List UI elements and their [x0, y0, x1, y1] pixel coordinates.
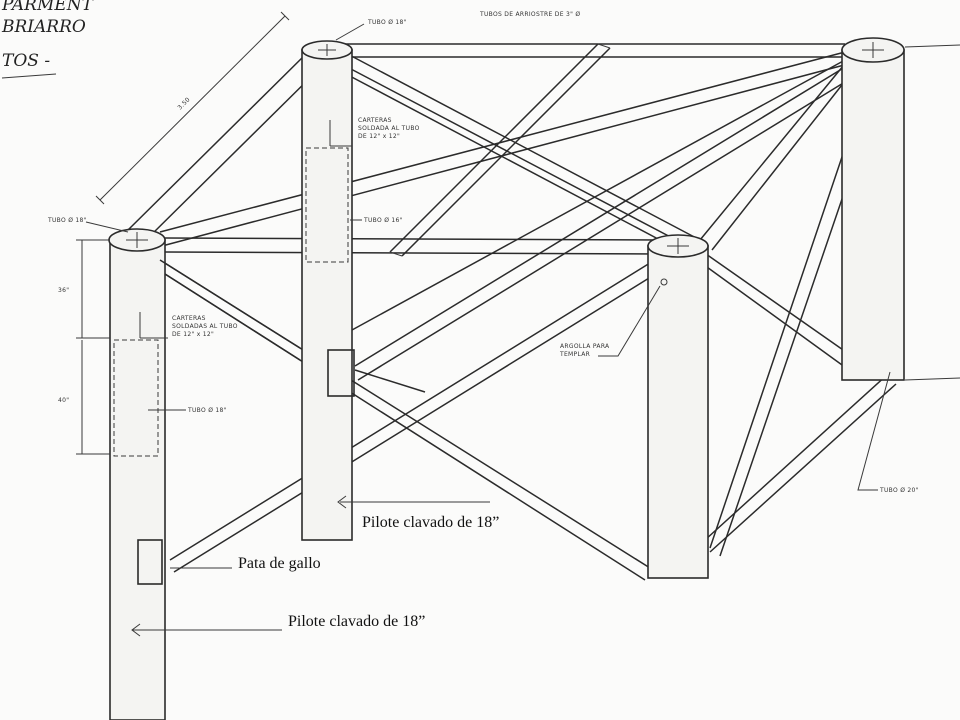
dim-36: 36" [58, 287, 69, 294]
brace-right-low [704, 373, 897, 553]
edge-line-bottom [904, 377, 960, 381]
brace-back-long [351, 59, 846, 331]
pile-front-left-body [109, 239, 166, 720]
pile-front-left-cross [126, 232, 148, 248]
argolla-marker [660, 278, 668, 286]
label-argolla: ARGOLLA PARA TEMPLAR [559, 343, 610, 358]
leader-tubo-top [335, 23, 365, 41]
label-tubo-right: TUBO Ø 20" [879, 487, 919, 494]
brace-diag-top-3 [345, 73, 661, 241]
dim-vert-ticks [76, 239, 110, 455]
brace-right-side-1 [699, 253, 867, 379]
carteras-top-line-2: SOLDADA AL TUBO [358, 125, 420, 132]
brace-floating-cap-bottom [389, 251, 403, 257]
pile-back-right [841, 37, 905, 381]
label-tubo-mid: TUBO Ø 16" [363, 217, 403, 224]
carteras-left-line-2: SOLDADAS AL TUBO [172, 323, 238, 330]
arrow-pilote-1 [337, 495, 347, 509]
dim-diag-ticks [95, 11, 290, 205]
label-tubo-top: TUBO Ø 18" [367, 19, 407, 26]
pile-back-right-cross [862, 42, 884, 58]
pile-back-left-cross [318, 44, 336, 56]
pata-gallo-back [327, 349, 355, 397]
pata-gallo-front [137, 539, 163, 585]
callout-pilote-1: Pilote clavado de 18” [362, 514, 499, 531]
brace-group [127, 43, 897, 581]
pile-front-right-cross [667, 238, 689, 254]
label-carteras-top: CARTERAS SOLDADA AL TUBO DE 12" x 12" [358, 117, 420, 140]
note-underline [1, 73, 57, 79]
brace-front-top [164, 237, 661, 255]
pile-back-left [301, 40, 355, 541]
cartera-back-left [305, 147, 349, 263]
argolla-line-1: ARGOLLA PARA [560, 343, 610, 350]
brace-right-top [699, 59, 861, 251]
brace-diag-top-2 [329, 49, 701, 243]
brace-diag-top-1 [159, 51, 849, 247]
pile-back-right-body [841, 49, 905, 381]
callout-pata: Pata de gallo [238, 555, 321, 572]
leader-tubo-left [85, 221, 129, 233]
brace-left-side [127, 51, 327, 241]
label-tubo-left: TUBO Ø 18" [47, 217, 87, 224]
carteras-top-line-1: CARTERAS [358, 117, 392, 124]
leader-tubo-right [857, 371, 891, 491]
label-carteras-left: CARTERAS SOLDADAS AL TUBO DE 12" x 12" [172, 315, 238, 338]
dim-diag-text: 3.50 [176, 96, 191, 111]
callout-pilote-2: Pilote clavado de 18” [288, 613, 425, 630]
brace-back-top [340, 43, 845, 58]
brace-front-x-1-overlap [159, 259, 301, 361]
brace-floating [389, 43, 611, 257]
pile-front-right [647, 234, 709, 579]
pile-back-left-body [301, 49, 353, 541]
brace-front-x-2 [169, 257, 663, 573]
brace-floating-cap-top [597, 43, 611, 49]
brace-cartera-line [354, 369, 426, 393]
pile-front-right-body [647, 245, 709, 579]
carteras-top-line-3: DE 12" x 12" [358, 133, 400, 140]
label-tubo-left-low: TUBO Ø 18" [187, 407, 227, 414]
arrow-pilote-2 [131, 623, 141, 637]
edge-line-top [904, 44, 960, 48]
carteras-left-line-3: DE 12" x 12" [172, 331, 214, 338]
label-tubos-arriostre: TUBOS DE ARRIOSTRE DE 3" Ø [479, 11, 580, 18]
leader-argolla [598, 285, 661, 357]
dim-diag-line [99, 15, 286, 201]
pile-front-left [108, 228, 166, 720]
handwritten-note-3: TOS - [2, 51, 50, 71]
handwritten-note-2: BRIARRO [1, 17, 86, 37]
handwritten-note-1: PARMENT [1, 0, 95, 15]
dimensions: 3.50 36" 40" [58, 11, 290, 455]
brace-back-mid [354, 63, 859, 381]
carteras-left-line-1: CARTERAS [172, 315, 206, 322]
argolla-line-2: TEMPLAR [559, 351, 590, 358]
dim-40: 40" [58, 397, 69, 404]
